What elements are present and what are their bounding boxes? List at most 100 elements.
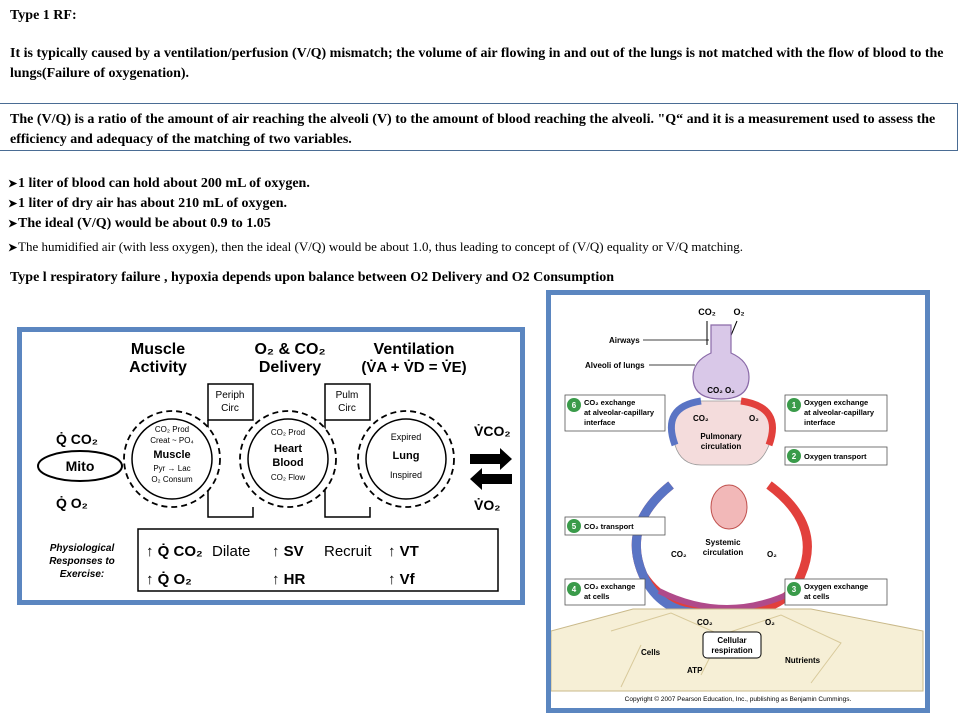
title-ventilation-1: Ventilation <box>374 341 455 358</box>
o2-low-label: O₂ <box>767 550 777 559</box>
heart-icon <box>710 484 748 530</box>
step-4-badge <box>567 582 581 596</box>
gear1-line-2: Creat ~ PO₄ <box>150 436 194 445</box>
arrow-bullet-icon: ➤ <box>8 198 18 210</box>
arrow-bullet-icon: ➤ <box>8 242 18 254</box>
gear2-line-4: CO₂ Flow <box>271 473 305 482</box>
arrow-bullet-icon: ➤ <box>8 178 18 190</box>
periph-circ-box <box>207 383 254 421</box>
list-item: ➤The ideal (V/Q) would be about 0.9 to 1… <box>8 214 310 234</box>
co2-low-label: CO₂ <box>671 550 687 559</box>
step-3-badge <box>787 582 801 596</box>
muscle-gear-icon <box>123 410 221 508</box>
step-3-callout: 3 Oxygen exchange at cells <box>784 578 888 606</box>
title-muscle-2: Activity <box>129 359 187 376</box>
systemic-label-1: Systemic <box>705 538 741 547</box>
pulm-label-2: Circ <box>338 403 356 414</box>
gear3-line-3: Inspired <box>390 470 422 480</box>
heart-gear-icon <box>239 410 337 508</box>
copyright-label: Copyright © 2007 Pearson Education, Inc.… <box>625 695 852 703</box>
responses-box <box>137 528 499 592</box>
svg-text:at cells: at cells <box>584 592 609 601</box>
capillary-bed <box>657 588 797 611</box>
gear-diagram: Muscle Activity O₂ & CO₂ Delivery Ventil… <box>37 341 512 592</box>
gear3-line-2: Lung <box>393 450 420 462</box>
periph-label-2: Circ <box>221 403 239 414</box>
svg-text:3: 3 <box>792 585 797 594</box>
row1-qco2: ↑ Q̇ CO₂ <box>146 543 203 560</box>
co2-left-label: CO₂ <box>693 414 709 423</box>
list-item: ➤1 liter of dry air has about 210 mL of … <box>8 194 310 214</box>
bullet-list: ➤1 liter of blood can hold about 200 mL … <box>8 174 310 234</box>
atp-label: ATP <box>687 666 703 675</box>
svg-text:Oxygen transport: Oxygen transport <box>804 452 867 461</box>
svg-text:6: 6 <box>572 401 577 410</box>
step-4-callout: 4 CO₂ exchange at cells <box>564 578 646 606</box>
row1-vt: ↑ VT <box>388 543 419 560</box>
row1-sv: ↑ SV <box>272 543 304 560</box>
arrow-bullet-icon: ➤ <box>8 218 18 230</box>
svg-text:1: 1 <box>792 401 797 410</box>
exchange-arrows-icon <box>470 448 512 490</box>
co2-top-label: CO₂ <box>698 307 716 317</box>
qo2-label: Q̇ O₂ <box>56 495 88 511</box>
alveolus-icon <box>692 324 750 400</box>
lung-gear-icon <box>357 410 455 508</box>
step-6-badge <box>567 398 581 412</box>
title-ventilation-2: (V̇A + V̇D = V̇E) <box>361 359 466 376</box>
exercise-gear-figure: Muscle Activity O₂ & CO₂ Delivery Ventil… <box>17 327 525 605</box>
pulm-circ-box <box>324 383 371 421</box>
gear2-line-2: Heart <box>274 443 302 455</box>
step-2-callout: 2 Oxygen transport <box>784 446 888 466</box>
list-item: ➤1 liter of blood can hold about 200 mL … <box>8 174 310 194</box>
co2-cell-label: CO₂ <box>697 618 713 627</box>
gear1-line-4: Pyr → Lac <box>153 464 190 473</box>
row1-dilate: Dilate <box>212 543 250 560</box>
systemic-label-2: circulation <box>703 548 744 557</box>
list-item-humidified: ➤The humidified air (with less oxygen), … <box>8 239 744 254</box>
mito-label: Mito <box>66 458 95 474</box>
periph-label-1: Periph <box>216 390 245 401</box>
co2-o2-mid-label: CO₂ O₂ <box>707 386 735 395</box>
gear2-line-3: Blood <box>272 457 303 469</box>
svg-text:2: 2 <box>792 452 797 461</box>
gear2-line-1: CO₂ Prod <box>271 428 305 437</box>
vco2-label: V̇CO₂ <box>474 423 511 439</box>
responses-label-1: Physiological <box>50 543 115 554</box>
gear1-line-3: Muscle <box>153 449 190 461</box>
svg-text:Oxygen exchange: Oxygen exchange <box>804 398 868 407</box>
pulmonary-label-1: Pulmonary <box>700 432 742 441</box>
svg-text:interface: interface <box>804 418 835 427</box>
o2-top-label: O₂ <box>734 307 745 317</box>
intro-paragraph: It is typically caused by a ventilation/… <box>10 46 944 81</box>
circulation-diagram: CO₂ O₂ Airways Alveoli of lungs CO₂ O₂ P… <box>550 307 924 703</box>
svg-text:at alveolar-capillary: at alveolar-capillary <box>584 408 655 417</box>
title-delivery-2: Delivery <box>259 359 321 376</box>
vo2-label: V̇O₂ <box>474 497 500 513</box>
step-6-callout: 6 CO₂ exchange at alveolar-capillary int… <box>564 394 666 432</box>
row2-hr: ↑ HR <box>272 571 306 588</box>
gear1-line-5: O₂ Consum <box>151 475 193 484</box>
row1-recruit: Recruit <box>324 543 372 560</box>
type-line: Type l respiratory failure , hypoxia dep… <box>10 270 614 285</box>
o2-cell-label: O₂ <box>765 618 775 627</box>
step-2-badge <box>787 449 801 463</box>
alveoli-label: Alveoli of lungs <box>585 361 645 370</box>
pulmonary-artery-path <box>740 397 776 447</box>
pulm-label-1: Pulm <box>336 390 359 401</box>
cellular-respiration-box <box>702 631 762 659</box>
step-1-badge <box>787 398 801 412</box>
svg-text:Oxygen exchange: Oxygen exchange <box>804 582 868 591</box>
svg-text:CO₂ exchange: CO₂ exchange <box>584 582 635 591</box>
svg-text:at cells: at cells <box>804 592 829 601</box>
cellular-label-2: respiration <box>711 646 752 655</box>
svg-text:CO₂ transport: CO₂ transport <box>584 522 634 531</box>
circulation-figure: CO₂ O₂ Airways Alveoli of lungs CO₂ O₂ P… <box>546 290 930 713</box>
pulmonary-label-2: circulation <box>701 442 742 451</box>
step-1-callout: 1 Oxygen exchange at alveolar-capillary … <box>784 394 888 432</box>
o2-right-label: O₂ <box>749 414 759 423</box>
mito-icon <box>37 450 123 482</box>
nutrients-label: Nutrients <box>785 656 821 665</box>
svg-text:4: 4 <box>572 585 577 594</box>
responses-label-2: Responses to <box>49 556 115 567</box>
